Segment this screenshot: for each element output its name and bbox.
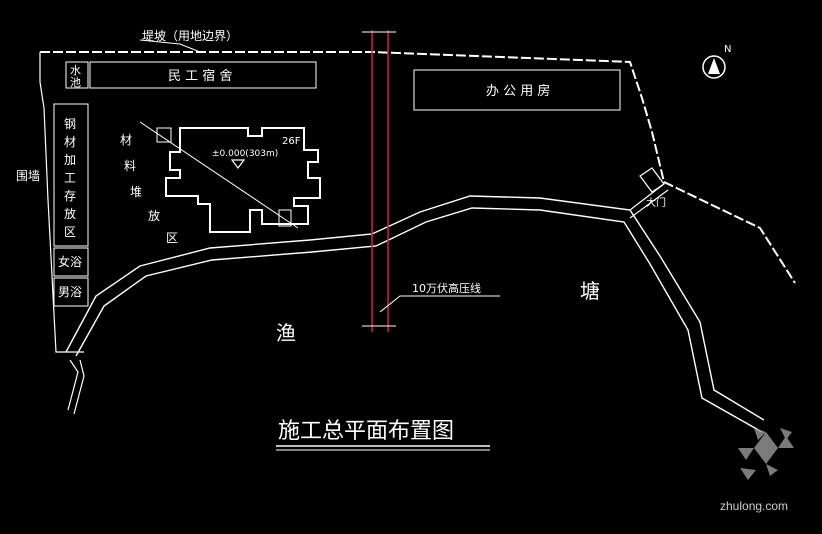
steel-area-box [53, 103, 89, 247]
material-area-label: 材 料 堆 放 区 [120, 133, 178, 245]
workers-dorm-box [89, 61, 317, 89]
label-water-pool-1: 水 [70, 64, 81, 77]
svg-text:工: 工 [64, 171, 76, 185]
label-high-voltage: 10万伏高压线 [412, 281, 481, 295]
svg-text:放: 放 [148, 208, 160, 223]
drawing-title: 施工总平面布置图 [278, 419, 454, 444]
north-arrow-icon [708, 58, 720, 74]
label-enclosure: 围墙 [16, 169, 40, 183]
svg-text:区: 区 [64, 225, 76, 239]
site-boundary-dashed [40, 51, 796, 284]
pond-shore-west-2 [73, 359, 85, 415]
svg-text:堆: 堆 [130, 185, 142, 199]
watermark-logo [738, 428, 794, 480]
pond-shoreline-inner [75, 207, 763, 433]
office-box [413, 69, 621, 111]
label-office: 办 公 用 房 [486, 83, 550, 99]
steel-area-label: 钢 材 加 工 存 放 区 [64, 117, 76, 239]
pond-shore-west [67, 359, 79, 411]
site-boundary-west [39, 52, 84, 353]
svg-text:区: 区 [166, 231, 178, 245]
water-pool-box [65, 61, 89, 89]
label-elevation: ±0.000(303m) [212, 149, 278, 159]
svg-text:材: 材 [120, 133, 132, 147]
svg-text:钢: 钢 [64, 117, 76, 131]
gate-house [639, 167, 665, 193]
watermark-text: zhulong.com [720, 499, 788, 513]
label-workers-dorm: 民 工 宿 舍 [168, 68, 232, 84]
label-fish-2: 塘 [580, 279, 600, 303]
svg-text:材: 材 [64, 135, 76, 149]
elevation-marker [230, 159, 246, 169]
embankment-leader [139, 39, 201, 53]
label-fish-1: 渔 [276, 321, 296, 345]
label-gate: 大门 [646, 196, 666, 209]
label-water-pool-2: 池 [70, 76, 81, 89]
crane-diagonal [139, 121, 299, 229]
north-arrow-circle [702, 55, 726, 79]
svg-text:放: 放 [64, 206, 76, 221]
label-men-bath: 男浴 [58, 285, 82, 299]
power-leader [379, 295, 500, 313]
pond-shoreline-outer [65, 195, 765, 421]
building-footprint [165, 127, 321, 233]
crane-box-1 [156, 127, 172, 143]
women-bath-box [53, 247, 89, 277]
men-bath-box [53, 277, 89, 307]
svg-text:存: 存 [64, 189, 76, 203]
svg-text:料: 料 [124, 159, 136, 173]
label-north: N [724, 44, 731, 55]
label-embankment: 堤坡（用地边界） [142, 29, 238, 43]
label-floors: 26F [282, 136, 301, 147]
crane-box-2 [278, 209, 292, 227]
label-women-bath: 女浴 [58, 254, 82, 269]
svg-text:加: 加 [64, 153, 76, 167]
